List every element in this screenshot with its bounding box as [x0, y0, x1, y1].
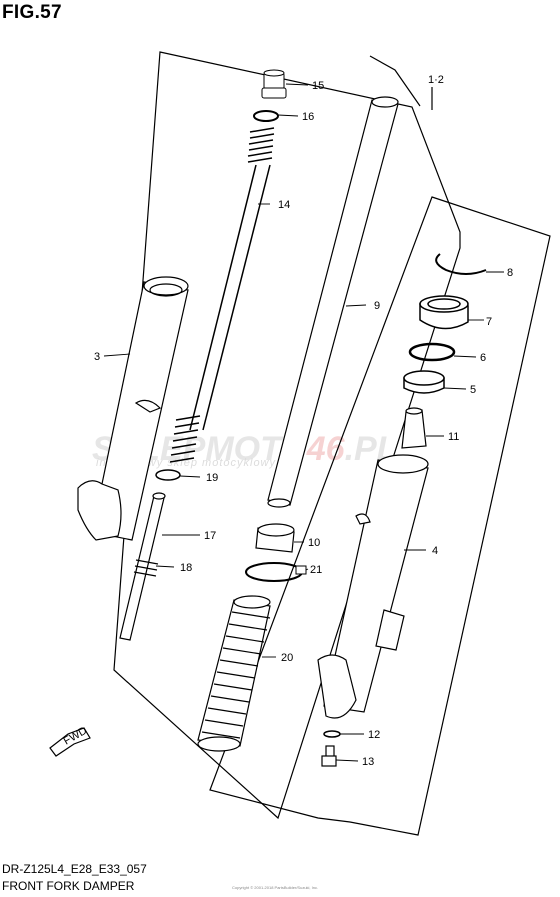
- watermark-brand-2: 46: [306, 430, 346, 468]
- callout-21: 21: [310, 564, 322, 576]
- part-20-dust-boot: [197, 595, 271, 752]
- assembly-callout: 1·2: [428, 74, 444, 86]
- callout-18: 18: [180, 562, 192, 574]
- model-code: DR-Z125L4_E28_E33_057: [2, 862, 147, 876]
- part-17-damper-rod: [119, 492, 166, 641]
- callout-19: 19: [206, 472, 218, 484]
- part-8-circlip: [435, 253, 487, 275]
- part-11-oil-lock-piece: [401, 407, 427, 449]
- assembly-frame-middle: [369, 55, 421, 107]
- part-19-ring: [155, 469, 181, 481]
- part-9-outer-tube: [267, 96, 399, 508]
- assembly-frame-outer: [113, 51, 461, 820]
- callout-17: 17: [204, 530, 216, 542]
- callout-9: 9: [374, 300, 380, 312]
- callout-3: 3: [94, 351, 100, 363]
- part-12-gasket: [323, 730, 341, 738]
- callout-11: 11: [448, 431, 459, 443]
- callout-14: 14: [278, 199, 290, 211]
- callout-12: 12: [368, 729, 380, 741]
- copyright-notice: Copyright © 2001-2018 PartsBuilder/Suzuk…: [232, 885, 319, 890]
- part-16-o-ring: [253, 110, 279, 122]
- callout-13: 13: [362, 756, 374, 768]
- assembly-frame-inner: [209, 196, 551, 836]
- figure-title: FIG.57: [2, 2, 62, 23]
- part-6-washer: [408, 342, 456, 362]
- fwd-label: FWD: [62, 725, 90, 748]
- part-15-cap-bolt: [261, 69, 287, 99]
- diagram-caption: FRONT FORK DAMPER: [2, 879, 135, 893]
- callout-7: 7: [486, 316, 492, 328]
- part-3-inner-tube: [77, 276, 189, 541]
- callout-labels: 15 16 14 3 19 17 18 9 10 21 20 8 7 6 5 11 4 12 13: [94, 80, 513, 768]
- part-5-bushing: [403, 370, 445, 394]
- callout-10: 10: [308, 537, 320, 549]
- fwd-arrow-icon: FWD: [49, 725, 91, 757]
- callout-16: 16: [302, 111, 314, 123]
- callout-6: 6: [480, 352, 486, 364]
- part-14-fork-spring: [169, 127, 275, 463]
- part-13-bolt: [321, 745, 337, 767]
- part-10-collar: [255, 523, 295, 553]
- part-7-oil-seal: [419, 295, 469, 330]
- part-4-outer-tube: [317, 454, 429, 719]
- part-21-clamp: [245, 562, 307, 582]
- callout-15: 15: [312, 80, 324, 92]
- leader-lines: [103, 83, 504, 762]
- callout-20: 20: [281, 652, 293, 664]
- callout-4: 4: [432, 545, 438, 557]
- callout-8: 8: [507, 267, 513, 279]
- callout-5: 5: [470, 384, 476, 396]
